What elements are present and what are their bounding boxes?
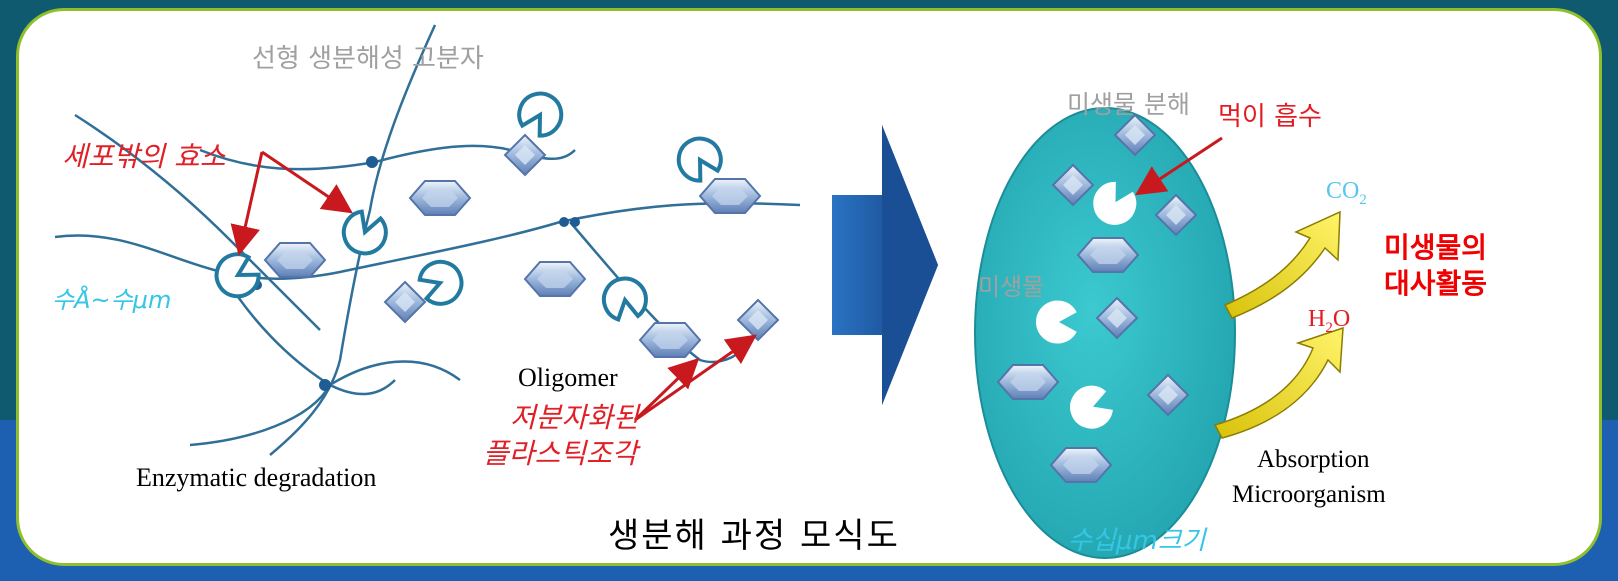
fragment-label-line1: 저분자화된 [510,401,639,434]
polymer-chain [269,24,437,456]
oligomer-hexagon [699,178,761,214]
polymer-chain [74,113,321,331]
oligomer-diamond [504,134,546,176]
enzyme-pacman [598,273,651,324]
microbe-degradation-label: 미생물 분해 [1067,90,1190,119]
enzyme-pacman [669,128,730,189]
chain-node [570,217,580,227]
microorganism-label: Microorganism [1232,481,1386,508]
oligomer-hexagon [409,180,471,216]
enzyme-pointer-arrow [230,151,264,256]
microbe-label: 미생물 [978,273,1045,301]
oligomer-label: Oligomer [518,363,618,392]
h2o-label: H2O [1308,306,1351,336]
polymer-chain [220,271,396,396]
fragment-pointer-arrow [634,334,757,422]
enzyme-pacman [206,245,267,306]
fragment-pointer-arrow [633,357,700,422]
enzyme-pointer-arrows [230,150,757,422]
polymer-chain [54,201,801,281]
chain-node [366,156,378,168]
process-label: Enzymatic degradation [136,463,377,492]
process-arrow [832,125,938,405]
microorganism-cell [974,107,1236,559]
metabolism-arrows [1213,210,1344,439]
fragment-label-line2: 플라스틱조각 [483,437,638,470]
diagram-caption: 생분해 과정 모식도 [608,516,900,556]
co2-release-arrow [1223,210,1341,319]
metabolism-label-line1: 미생물의 [1384,231,1488,264]
metabolism-label-line2: 대사활동 [1384,267,1488,300]
h2o-release-arrow [1213,326,1344,439]
absorption-label: Absorption [1257,446,1370,473]
polymer-size-label: 수Å~수μm [52,286,172,314]
polymer-chain [329,360,461,387]
polymer-chains [54,24,801,456]
polymer-chain [189,384,332,447]
microbe-size-label: 수십μm크기 [1068,526,1206,556]
enzyme-pacman [510,83,571,144]
enzyme-pointer-arrow [261,150,353,214]
diagram-panel [16,8,1602,566]
oligomer-hexagon [264,242,326,278]
co2-label: CO2 [1326,178,1367,208]
oligomer-diamond [384,281,426,323]
oligomer-diamond [737,299,779,341]
enzyme-pacman [335,205,393,262]
chain-node [559,217,569,227]
chain-node [319,379,331,391]
oligomer-hexagon [524,261,586,297]
intake-label: 먹이 흡수 [1218,102,1322,132]
enzyme-label: 세포밖의 효소 [62,140,226,173]
intake-pointer-arrow [1134,136,1223,196]
polymer-label: 선형 생분해성 고분자 [252,44,484,74]
